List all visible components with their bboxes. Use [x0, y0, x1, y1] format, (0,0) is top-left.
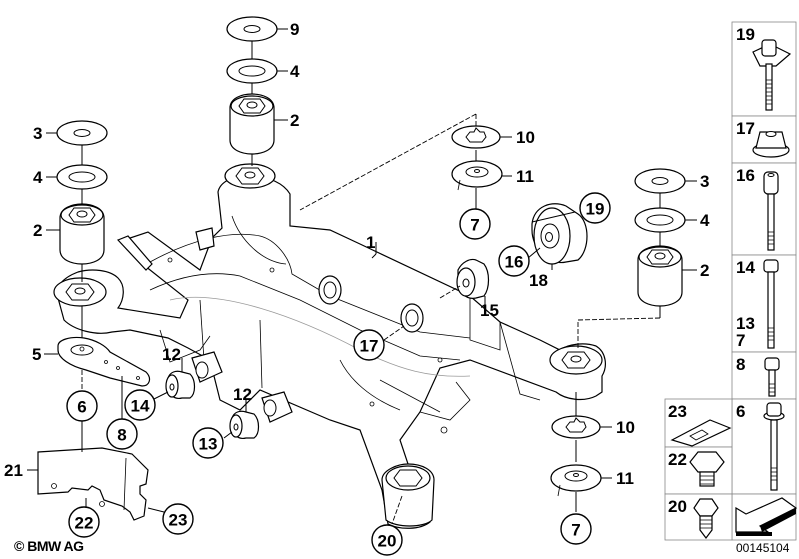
flange-bolt-icon: [763, 402, 785, 491]
svg-text:16: 16: [505, 253, 524, 272]
label-12-a: 12: [162, 345, 181, 364]
label-11-top: 11: [516, 167, 534, 186]
callout-20: 20: [371, 524, 403, 556]
hex-screw-icon: [693, 498, 719, 539]
panel-label-13: 13: [736, 314, 755, 333]
svg-text:14: 14: [131, 397, 150, 416]
callout-16: 16: [498, 245, 530, 277]
svg-text:17: 17: [360, 337, 379, 356]
panel-label-20: 20: [668, 497, 687, 516]
bracket-21: [37, 447, 149, 521]
right-mount-stack: [577, 168, 686, 348]
panel-label-22: 22: [668, 450, 687, 469]
panel-label-17: 17: [736, 119, 755, 138]
callout-17: 17: [353, 329, 385, 361]
label-9: 9: [290, 20, 299, 39]
callout-19: 19: [579, 192, 611, 224]
label-1: 1: [366, 233, 375, 252]
axle-carrier: [53, 163, 606, 529]
callout-7-bottom: 7: [560, 513, 592, 545]
svg-text:7: 7: [470, 216, 479, 235]
callout-7-top: 7: [459, 208, 491, 240]
svg-text:13: 13: [199, 435, 218, 454]
bushings-12: [165, 358, 260, 439]
flange-nut-icon: [752, 131, 790, 158]
panel-label-19: 19: [736, 25, 755, 44]
label-3-left: 3: [33, 124, 42, 143]
label-21: 21: [4, 461, 23, 480]
plate-5: [57, 306, 151, 387]
svg-text:8: 8: [117, 426, 126, 445]
top-mount-stack: [226, 16, 278, 166]
label-2-top: 2: [290, 111, 299, 130]
bushing-18: [531, 203, 588, 265]
diagram-id: 00145104: [736, 541, 790, 555]
bolt-with-plate-icon: [752, 39, 792, 111]
label-11-bottom: 11: [616, 469, 634, 488]
bushing-15: [439, 258, 490, 308]
panel-label-8: 8: [736, 355, 745, 374]
panel-label-7: 7: [736, 331, 745, 350]
panel-label-16: 16: [736, 166, 755, 185]
svg-text:22: 22: [75, 514, 94, 533]
panel-cell-19: [731, 21, 797, 117]
label-4-right: 4: [700, 211, 710, 230]
svg-text:6: 6: [77, 398, 86, 417]
label-2-left: 2: [33, 221, 42, 240]
callout-14: 14: [124, 389, 156, 421]
label-10-top: 10: [516, 128, 535, 147]
label-4-left: 4: [33, 168, 43, 187]
long-bolt-icon: [763, 259, 779, 349]
leader-lines: [27, 28, 697, 525]
svg-text:7: 7: [571, 521, 580, 540]
left-mount-stack: [56, 120, 108, 282]
svg-text:23: 23: [169, 511, 188, 530]
svg-text:20: 20: [378, 532, 397, 551]
callouts: 7 19 16 17 6 14 8 13 22 23 20 7: [66, 192, 611, 556]
label-18: 18: [529, 271, 548, 290]
hex-plug-icon: [689, 451, 725, 487]
socket-bolt-icon: [763, 171, 779, 251]
top-lock-plates: [299, 113, 503, 211]
panel-cell-8: [731, 351, 797, 400]
panel-label-23: 23: [668, 402, 687, 421]
callout-8: 8: [106, 418, 138, 450]
label-3-right: 3: [700, 172, 709, 191]
svg-text:19: 19: [586, 200, 605, 219]
label-15: 15: [480, 301, 499, 320]
panel-label-6: 6: [736, 402, 745, 421]
label-12-b: 12: [233, 385, 252, 404]
direction-arrow-icon: [735, 497, 798, 536]
label-10-bottom: 10: [616, 418, 635, 437]
copyright-notice: © BMW AG: [14, 538, 84, 554]
part-labels: 9 4 2 3 4 2 5 1 10 11 3 4 2 18 15 12 12 …: [4, 20, 710, 488]
label-2-right: 2: [700, 261, 709, 280]
panel-label-14: 14: [736, 258, 755, 277]
label-5: 5: [32, 345, 41, 364]
callout-6: 6: [66, 390, 98, 422]
fastener-panel: 19 17 16 14 13 7 8 6 23 22 20: [664, 21, 798, 541]
bottom-lock-plates: [550, 392, 602, 512]
callout-22: 22: [68, 506, 100, 538]
short-bolt-icon: [764, 357, 780, 397]
callout-13: 13: [192, 427, 224, 459]
label-4-top: 4: [290, 62, 300, 81]
callout-23: 23: [162, 503, 194, 535]
clip-plate-icon: [670, 419, 732, 447]
